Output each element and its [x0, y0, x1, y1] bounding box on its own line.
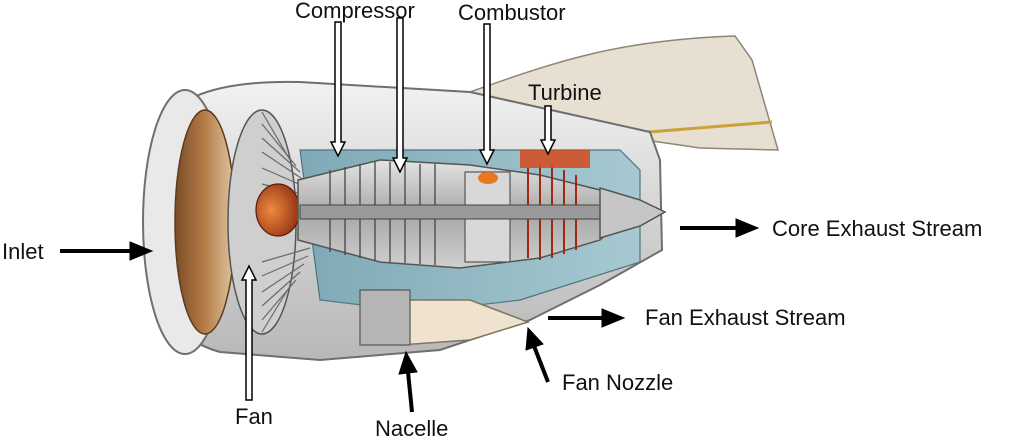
inlet-liner — [174, 109, 236, 335]
compressor-label: Compressor — [295, 0, 415, 23]
combustor-label: Combustor — [458, 0, 566, 25]
compressor-arrow-2 — [391, 17, 409, 174]
hollow-arrows — [240, 17, 557, 401]
exhaust-cone — [599, 186, 667, 240]
gearbox — [359, 289, 411, 346]
compressor-arrow-1 — [329, 21, 347, 158]
fan-exhaust-label: Fan Exhaust Stream — [645, 305, 846, 330]
fan-arrow — [240, 264, 258, 401]
hot-section-glow — [520, 150, 590, 168]
turbine-label: Turbine — [528, 80, 602, 105]
combustor-flame — [478, 172, 498, 184]
turbine-arrow — [539, 105, 557, 156]
fan-nozzle-arrow-head — [525, 326, 544, 351]
spinner — [255, 183, 301, 237]
inlet-label: Inlet — [2, 239, 44, 264]
core-exhaust-arrow-head — [735, 218, 760, 238]
fan-exhaust-arrow-head — [601, 308, 626, 328]
solid-arrows — [60, 218, 760, 413]
fan-nozzle-label: Fan Nozzle — [562, 370, 674, 395]
main-shaft — [299, 204, 641, 220]
fan-label: Fan — [235, 404, 273, 429]
core-exhaust-label: Core Exhaust Stream — [772, 216, 983, 241]
nacelle-label: Nacelle — [375, 416, 449, 441]
nacelle-arrow-line — [406, 371, 414, 413]
inlet-arrow-head — [129, 241, 154, 261]
fan-nozzle-arrow-line — [532, 345, 550, 383]
nacelle-arrow-head — [398, 350, 418, 375]
combustor-arrow — [478, 23, 496, 166]
